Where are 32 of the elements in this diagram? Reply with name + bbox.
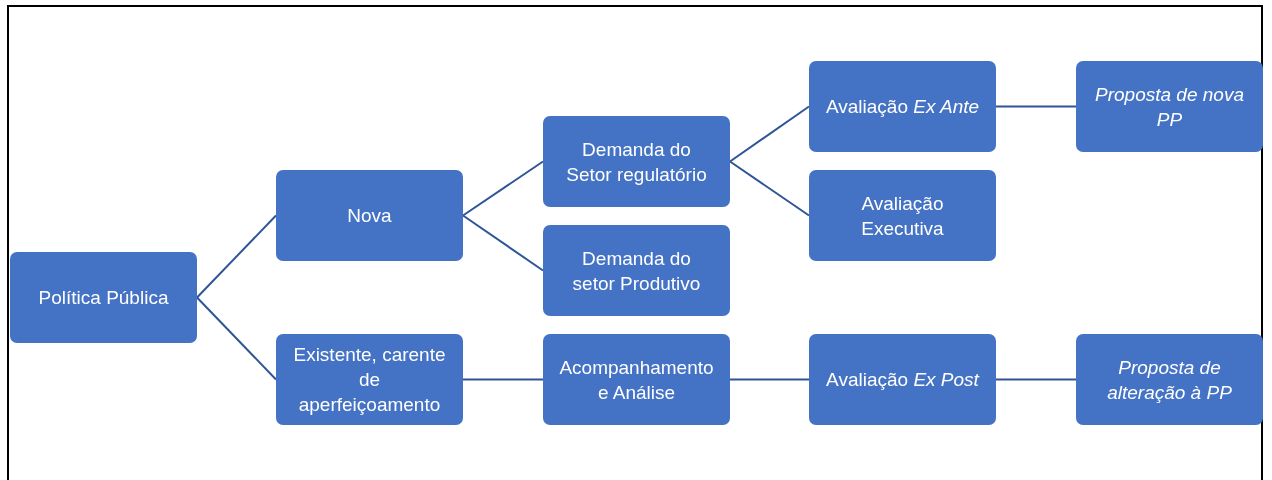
- box-label: Política Pública: [38, 286, 169, 310]
- process-box: [276, 170, 463, 261]
- connector-line: [995, 105, 1077, 108]
- process-box: [543, 225, 730, 316]
- process-box: [809, 334, 996, 425]
- box-label: Avaliação Ex Post: [826, 368, 979, 392]
- box-label: Avaliação Executiva: [860, 191, 945, 241]
- connector-line: [462, 378, 544, 381]
- connector-line: [729, 378, 810, 381]
- process-box: [543, 116, 730, 207]
- connector-line: [995, 378, 1077, 381]
- process-box: [1076, 334, 1263, 425]
- process-box: [1076, 61, 1263, 152]
- connector-line: [196, 214, 277, 299]
- box-label: Acompanhamento e Análise: [559, 355, 714, 405]
- process-box: [809, 170, 996, 261]
- process-box: [276, 334, 463, 425]
- process-box: [809, 61, 996, 152]
- box-label: Proposta de alteração à PP: [1106, 355, 1233, 405]
- connector-line: [729, 105, 810, 163]
- box-label: Existente, carente de aperfeiçoamento: [292, 343, 447, 417]
- box-label: Proposta de nova PP: [1094, 82, 1245, 132]
- box-label: Nova: [347, 204, 392, 228]
- connector-line: [196, 296, 277, 381]
- box-label: Demanda do setor Produtivo: [571, 246, 702, 296]
- connector-line: [462, 214, 544, 272]
- process-box: [543, 334, 730, 425]
- connector-line: [462, 160, 544, 217]
- box-label: Demanda do Setor regulatório: [565, 137, 708, 187]
- connector-line: [729, 160, 810, 217]
- process-box: [10, 252, 197, 343]
- box-label: Avaliação Ex Ante: [825, 95, 980, 119]
